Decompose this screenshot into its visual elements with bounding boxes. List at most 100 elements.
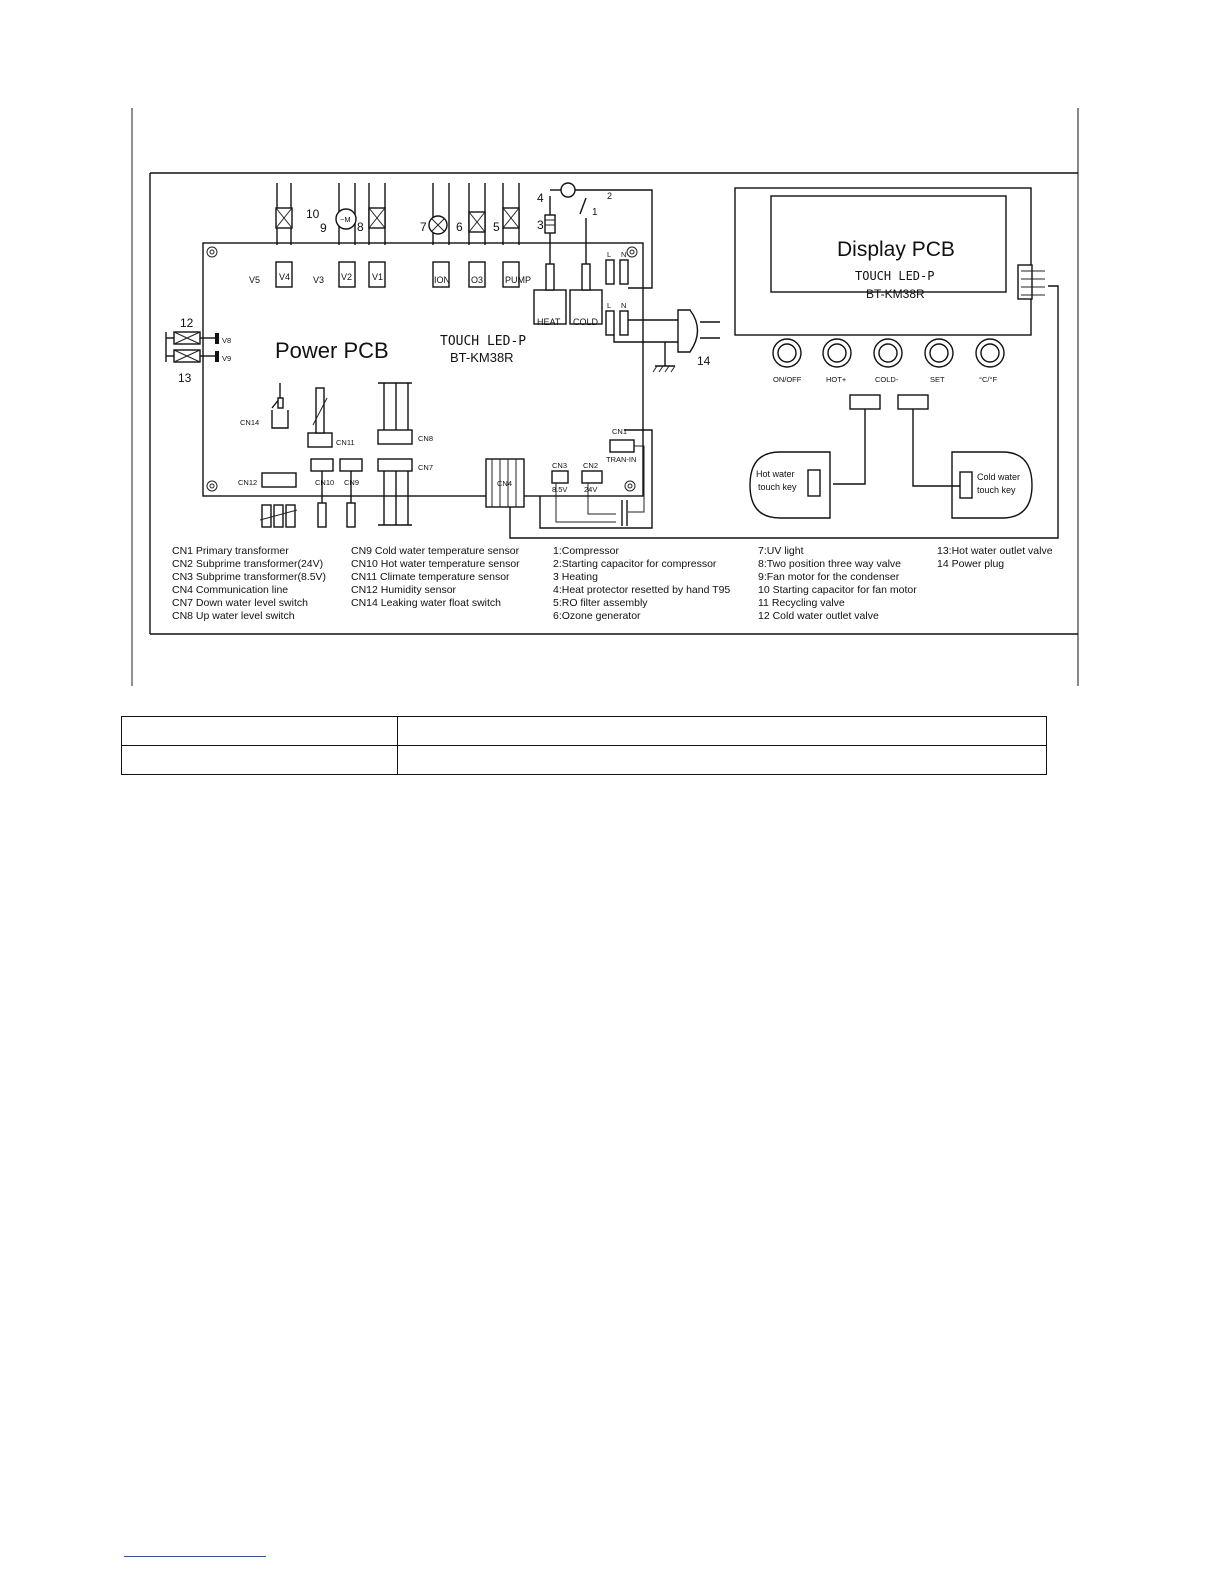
- legend-item: CN10 Hot water temperature sensor: [351, 558, 520, 570]
- label-cn14: CN14: [240, 418, 259, 427]
- label-heat: HEAT: [537, 317, 561, 327]
- label-v8: V8: [222, 336, 231, 345]
- label-cn3-voltage: 8.5V: [552, 485, 567, 494]
- label-cn2-voltage: 24V: [584, 485, 597, 494]
- cn7-switch: [377, 458, 413, 526]
- legend-item: CN2 Subprime transformer(24V): [172, 558, 323, 570]
- valve-v4: [275, 183, 293, 288]
- display-pcb-model-2: BT-KM38R: [866, 287, 925, 301]
- label-ion: ION: [434, 275, 450, 285]
- legend-col-5: 13:Hot water outlet valve 14 Power plug: [937, 545, 1053, 570]
- display-bottom-connectors: [833, 394, 962, 487]
- label-cn2: CN2: [583, 461, 598, 470]
- table-row: [121, 716, 1047, 746]
- heat-terminal: [533, 196, 567, 325]
- legend-item: CN12 Humidity sensor: [351, 584, 457, 596]
- fan-motor-9: ~M: [335, 183, 357, 288]
- hot-key-line2: touch key: [758, 482, 797, 492]
- cn10-sensor: [310, 458, 334, 528]
- wiring-diagram: Power PCB TOUCH LED-P BT-KM38R ~M V5 V4 …: [131, 108, 1079, 686]
- label-cn10: CN10: [315, 478, 334, 487]
- cold-water-touch-key: Cold water touch key: [951, 451, 1033, 519]
- label-cold: COLD: [573, 317, 599, 327]
- button-label-unit: °C/°F: [979, 375, 997, 384]
- table-cell: [397, 745, 1047, 775]
- legend-item: 3 Heating: [553, 571, 598, 583]
- label-o3: O3: [471, 275, 483, 285]
- legend-item: 1:Compressor: [553, 545, 619, 557]
- label-l-bottom: L: [607, 301, 611, 310]
- ro-filter-5: [502, 183, 520, 288]
- num-14: 14: [697, 354, 711, 368]
- label-cn9: CN9: [344, 478, 359, 487]
- empty-table: [121, 716, 1047, 775]
- display-buttons: [772, 338, 1005, 368]
- legend-item: 14 Power plug: [937, 558, 1004, 570]
- power-pcb-title: Power PCB: [275, 338, 389, 363]
- cold-key-line2: touch key: [977, 485, 1016, 495]
- cn12-sensor: [259, 472, 298, 528]
- num-13: 13: [178, 371, 192, 385]
- cn3-connector: [551, 470, 616, 523]
- num-5: 5: [493, 220, 500, 234]
- num-10: 10: [306, 207, 320, 221]
- label-v4: V4: [279, 272, 290, 282]
- display-connector: [1017, 264, 1045, 300]
- cold-key-line1: Cold water: [977, 472, 1020, 482]
- legend-item: 7:UV light: [758, 545, 804, 557]
- num-6: 6: [456, 220, 463, 234]
- cn4-connector: [485, 285, 1059, 539]
- button-label-onoff: ON/OFF: [773, 375, 802, 384]
- side-valves: V8 V9: [165, 331, 231, 363]
- label-cn3: CN3: [552, 461, 567, 470]
- button-label-cold: COLD-: [875, 375, 899, 384]
- power-pcb-model-2: BT-KM38R: [450, 350, 514, 365]
- legend-item: 8:Two position three way valve: [758, 558, 901, 570]
- label-cn1-sub: TRAN-IN: [606, 455, 636, 464]
- num-8: 8: [357, 220, 364, 234]
- button-label-hot: HOT+: [826, 375, 847, 384]
- display-screen: [770, 195, 1007, 293]
- label-v5: V5: [249, 275, 260, 285]
- label-cn11: CN11: [336, 438, 355, 447]
- cold-terminal: [550, 182, 640, 325]
- num-4: 4: [537, 191, 544, 205]
- label-v9: V9: [222, 354, 231, 363]
- legend-item: CN11 Climate temperature sensor: [351, 571, 510, 583]
- legend-item: 12 Cold water outlet valve: [758, 610, 879, 622]
- ozone-6: [468, 183, 486, 288]
- svg-text:~M: ~M: [340, 215, 351, 224]
- legend-col-3: 1:Compressor 2:Starting capacitor for co…: [553, 545, 730, 622]
- cn14-switch: [271, 383, 289, 429]
- legend-item: 4:Heat protector resetted by hand T95: [553, 584, 730, 596]
- label-n-top: N: [621, 250, 626, 259]
- legend-item: CN9 Cold water temperature sensor: [351, 545, 520, 557]
- legend-item: 2:Starting capacitor for compressor: [553, 558, 717, 570]
- label-l-top: L: [607, 250, 611, 259]
- legend-item: 9:Fan motor for the condenser: [758, 571, 900, 583]
- label-cn7: CN7: [418, 463, 433, 472]
- cn9-sensor: [339, 458, 363, 528]
- legend: CN1 Primary transformer CN2 Subprime tra…: [172, 545, 1053, 622]
- num-9: 9: [320, 221, 327, 235]
- cn11-sensor: [307, 387, 333, 448]
- label-v1: V1: [372, 272, 383, 282]
- valve-labels: V5 V4 V3 V2 V1: [249, 272, 383, 285]
- power-pcb-board: [202, 242, 644, 497]
- label-cn8: CN8: [418, 434, 433, 443]
- cn8-switch: [377, 382, 413, 445]
- legend-col-1: CN1 Primary transformer CN2 Subprime tra…: [172, 545, 326, 622]
- legend-item: 10 Starting capacitor for fan motor: [758, 584, 917, 596]
- legend-item: CN1 Primary transformer: [172, 545, 289, 557]
- legend-item: 5:RO filter assembly: [553, 597, 648, 609]
- num-1: 1: [592, 207, 598, 218]
- num-12: 12: [180, 316, 194, 330]
- cn1-connector: [539, 429, 653, 529]
- label-pump: PUMP: [505, 275, 531, 285]
- legend-item: 6:Ozone generator: [553, 610, 641, 622]
- table-cell: [397, 716, 1047, 746]
- table-row: [121, 745, 1047, 775]
- power-plug-14: [613, 309, 720, 373]
- num-2: 2: [607, 191, 612, 201]
- hot-key-line1: Hot water: [756, 469, 795, 479]
